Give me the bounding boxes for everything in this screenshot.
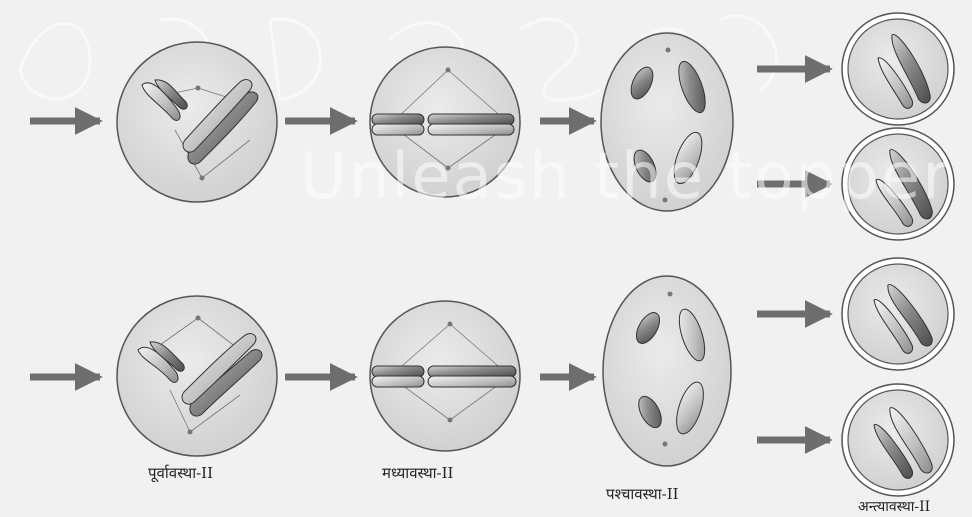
label-telophase-ii: अन्त्यावस्था-II	[858, 497, 930, 516]
prophase-ii-cell-top	[117, 42, 277, 202]
telophase-ii-cell-1	[842, 13, 954, 125]
prophase-ii-cell-bottom	[117, 296, 277, 456]
metaphase-ii-cell-bottom	[370, 301, 520, 451]
watermark-text: Unleash the topper	[300, 140, 951, 214]
label-prophase-ii: पूर्वावस्था-II	[148, 463, 213, 483]
telophase-ii-cell-4	[842, 384, 954, 496]
chromosome	[372, 366, 516, 387]
anaphase-ii-cell-bottom	[603, 276, 731, 466]
label-metaphase-ii: मध्यावस्था-II	[382, 463, 453, 483]
chromosome	[372, 114, 514, 135]
row-bottom	[30, 258, 954, 496]
label-anaphase-ii: पश्चावस्था-II	[606, 484, 679, 504]
telophase-ii-cell-3	[842, 258, 954, 370]
